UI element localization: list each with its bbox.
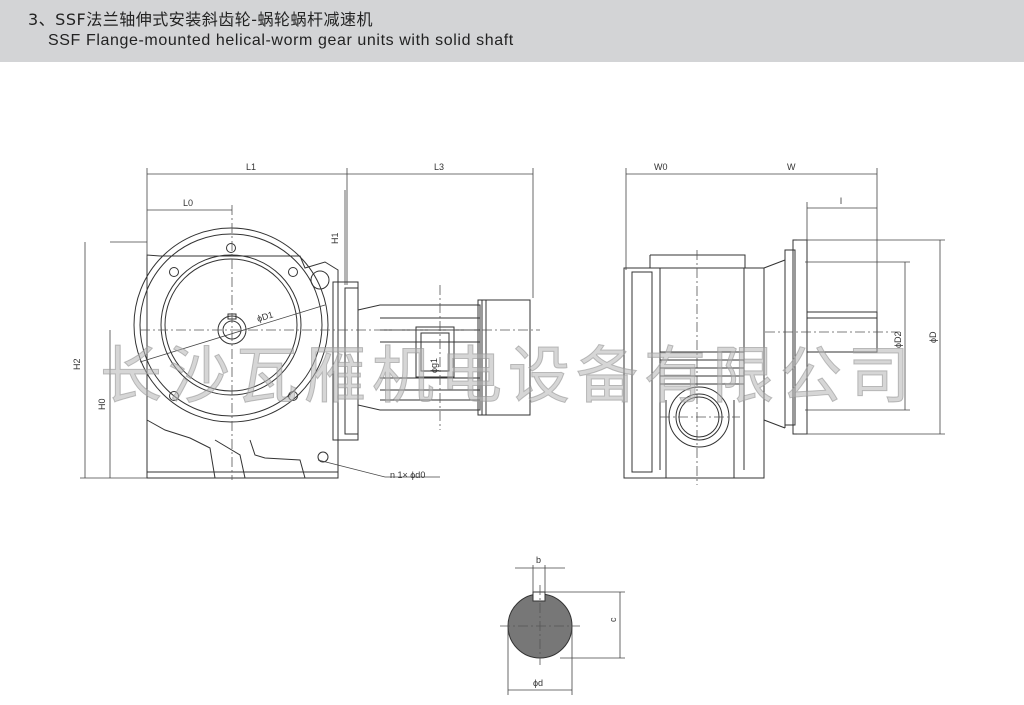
label-l: l: [840, 196, 842, 206]
label-W0: W0: [654, 162, 668, 172]
header-bar: 3、SSF法兰轴伸式安装斜齿轮-蜗轮蜗杆减速机 SSF Flange-mount…: [0, 0, 1024, 62]
label-L3: L3: [434, 162, 444, 172]
label-n-d0: n 1× ϕd0: [390, 470, 425, 480]
title-chinese: 3、SSF法兰轴伸式安装斜齿轮-蜗轮蜗杆减速机: [28, 10, 373, 29]
label-D1: ϕD1: [256, 310, 275, 324]
label-L0: L0: [183, 198, 193, 208]
label-D: ϕD: [928, 331, 938, 343]
label-g1: ϕg1: [429, 358, 439, 373]
label-L1: L1: [246, 162, 256, 172]
label-D2: ϕD2: [893, 331, 903, 348]
label-b: b: [536, 555, 541, 565]
title-english: SSF Flange-mounted helical-worm gear uni…: [48, 32, 514, 49]
label-H2: H2: [72, 358, 82, 370]
label-H0: H0: [97, 398, 107, 410]
label-W: W: [787, 162, 796, 172]
label-d: ϕd: [533, 678, 543, 688]
label-H1: H1: [330, 232, 340, 244]
watermark-text: 长沙瓦雁机电设备有限公司: [99, 339, 917, 413]
label-c: c: [608, 617, 618, 622]
